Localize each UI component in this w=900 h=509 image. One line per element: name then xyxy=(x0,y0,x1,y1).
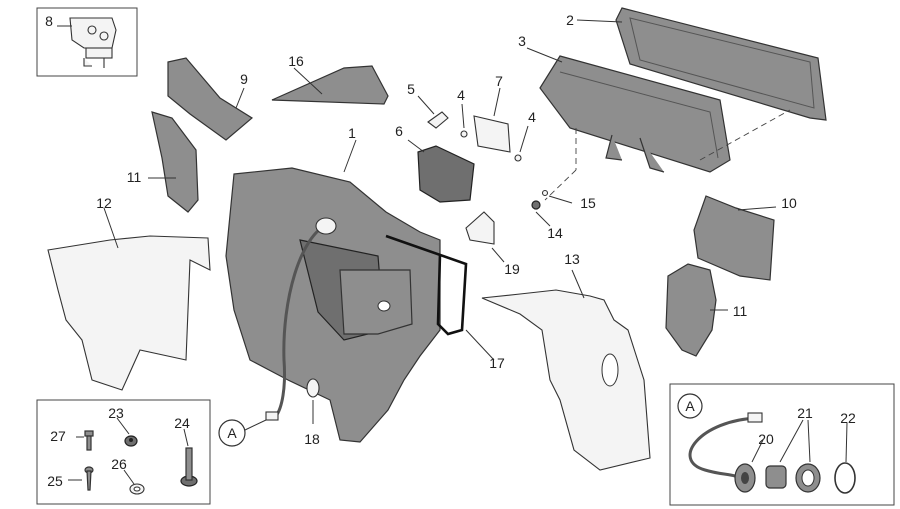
part-label-27: 27 xyxy=(50,428,66,444)
connector-plug xyxy=(265,411,279,421)
grommet-part-18 xyxy=(306,378,320,424)
bolt-part-24 xyxy=(180,428,198,487)
cover-part-16 xyxy=(271,65,389,105)
part-label-18: 18 xyxy=(304,431,320,447)
ring-part-22 xyxy=(834,422,856,494)
part-label-19: 19 xyxy=(504,261,520,277)
bracket-part-7 xyxy=(473,87,511,153)
part-label-25: 25 xyxy=(47,473,63,489)
inset-box-part-8 xyxy=(36,7,138,77)
screw-part-15 xyxy=(541,189,573,204)
nut-part-14 xyxy=(531,200,551,227)
part-label-22: 22 xyxy=(840,410,856,426)
seal-part-17 xyxy=(385,234,468,336)
part-label-8: 8 xyxy=(45,13,53,29)
part-label-11: 11 xyxy=(127,169,142,185)
bracket-part-8 xyxy=(69,17,117,68)
panel-part-9 xyxy=(167,57,254,141)
part-label-13: 13 xyxy=(564,251,580,267)
part-label-4: 4 xyxy=(457,87,465,103)
part-label-14: 14 xyxy=(547,225,563,241)
flap-part-11-left xyxy=(148,111,199,213)
part-label-5: 5 xyxy=(407,81,415,97)
screw-part-4-a xyxy=(460,103,468,138)
part-label-9: 9 xyxy=(240,71,248,87)
part-label-16: 16 xyxy=(288,53,304,69)
bracket-part-12 xyxy=(47,207,211,391)
part-label-21: 21 xyxy=(797,405,813,421)
washer-part-26 xyxy=(123,469,145,495)
part-label-2: 2 xyxy=(566,12,574,28)
bracket-part-13 xyxy=(481,269,651,471)
nut-part-23 xyxy=(116,417,138,447)
glovebox-tray-part-3 xyxy=(526,47,791,201)
part-label-23: 23 xyxy=(108,405,124,421)
inset-box-connector xyxy=(669,383,895,506)
inset-box-hardware xyxy=(36,399,211,505)
part-label-1: 1 xyxy=(348,125,356,141)
part-label-6: 6 xyxy=(395,123,403,139)
screw-part-27 xyxy=(76,430,94,451)
latch-part-19 xyxy=(465,211,505,263)
part-label-7: 7 xyxy=(495,73,503,89)
panel-part-10 xyxy=(693,195,777,281)
tray-lid-part-2 xyxy=(576,7,827,121)
part-label-4: 4 xyxy=(528,109,536,125)
inner-fairing-part-1 xyxy=(225,139,441,443)
connector-ref-label-inset: A xyxy=(685,398,695,414)
part-label-10: 10 xyxy=(781,195,797,211)
screw-part-25 xyxy=(68,466,94,491)
socket-part-21 xyxy=(765,419,821,493)
flap-part-11-right xyxy=(665,263,728,357)
part-label-15: 15 xyxy=(580,195,596,211)
part-label-26: 26 xyxy=(111,456,127,472)
part-label-17: 17 xyxy=(489,355,505,371)
screw-part-4-b xyxy=(514,125,529,162)
part-label-24: 24 xyxy=(174,415,190,431)
cable-part-20 xyxy=(688,412,763,493)
connector-ref-circle-inset xyxy=(677,393,703,419)
part-label-3: 3 xyxy=(518,33,526,49)
clip-part-5 xyxy=(417,95,449,129)
part-label-11: 11 xyxy=(733,303,748,319)
box-part-6 xyxy=(407,139,475,203)
connector-ref-circle-left xyxy=(218,419,246,447)
part-label-20: 20 xyxy=(758,431,774,447)
part-label-12: 12 xyxy=(96,195,112,211)
connector-ref-label-left: A xyxy=(227,425,237,441)
